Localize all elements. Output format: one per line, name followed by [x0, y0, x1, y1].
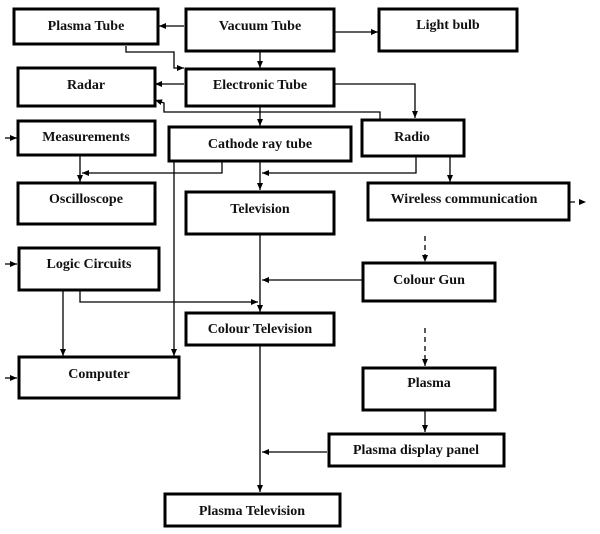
edge-crt-to-oscilloscope [82, 160, 223, 176]
node-label: Electronic Tube [213, 78, 307, 93]
node-label: Plasma [407, 376, 451, 391]
node-plasma: Plasma [361, 366, 497, 412]
edges [5, 23, 586, 492]
node-radio: Radio [360, 118, 466, 158]
node-computer: Computer [17, 355, 181, 400]
node-radar: Radar [16, 66, 157, 108]
node-label: Plasma Tube [48, 19, 125, 34]
node-colour-television: Colour Television [184, 311, 336, 347]
node-plasma-tube: Plasma Tube [12, 7, 160, 46]
node-electronic-tube: Electronic Tube [184, 67, 336, 108]
node-measurements: Measurements [16, 119, 157, 157]
node-plasma-television: Plasma Television [163, 492, 342, 528]
node-label: Cathode ray tube [208, 137, 312, 152]
node-label: Oscilloscope [49, 192, 123, 207]
edge-radio-to-radar [154, 99, 381, 121]
node-label: Computer [68, 367, 129, 382]
node-label: Measurements [42, 130, 130, 145]
edge-plasma-tube-to-electronic [125, 46, 184, 71]
node-label: Radar [67, 78, 105, 93]
node-label: Television [230, 202, 290, 217]
edge-radio-to-television [262, 156, 417, 176]
node-label: Light bulb [416, 18, 480, 33]
nodes: Plasma Tube Vacuum Tube Light bulb Radar… [12, 7, 571, 528]
node-label: Logic Circuits [47, 257, 132, 272]
node-label: Plasma display panel [353, 443, 479, 458]
node-cathode-ray-tube: Cathode ray tube [167, 125, 353, 163]
node-wireless-communication: Wireless communication [366, 181, 571, 222]
node-label: Colour Gun [393, 273, 465, 288]
node-label: Vacuum Tube [219, 19, 301, 34]
node-logic-circuits: Logic Circuits [17, 246, 161, 292]
node-label: Radio [394, 130, 430, 145]
node-label: Plasma Television [199, 504, 305, 519]
node-oscilloscope: Oscilloscope [16, 181, 157, 226]
node-vacuum-tube: Vacuum Tube [184, 7, 336, 53]
node-label: Wireless communication [391, 192, 538, 207]
node-colour-gun: Colour Gun [361, 261, 497, 303]
node-plasma-display-panel: Plasma display panel [327, 432, 506, 468]
node-label: Colour Television [208, 322, 313, 337]
node-television: Television [184, 190, 336, 236]
node-light-bulb: Light bulb [377, 7, 519, 53]
edge-logic-to-colour-tv [79, 290, 258, 305]
edge-electronic-to-radio [335, 83, 418, 118]
